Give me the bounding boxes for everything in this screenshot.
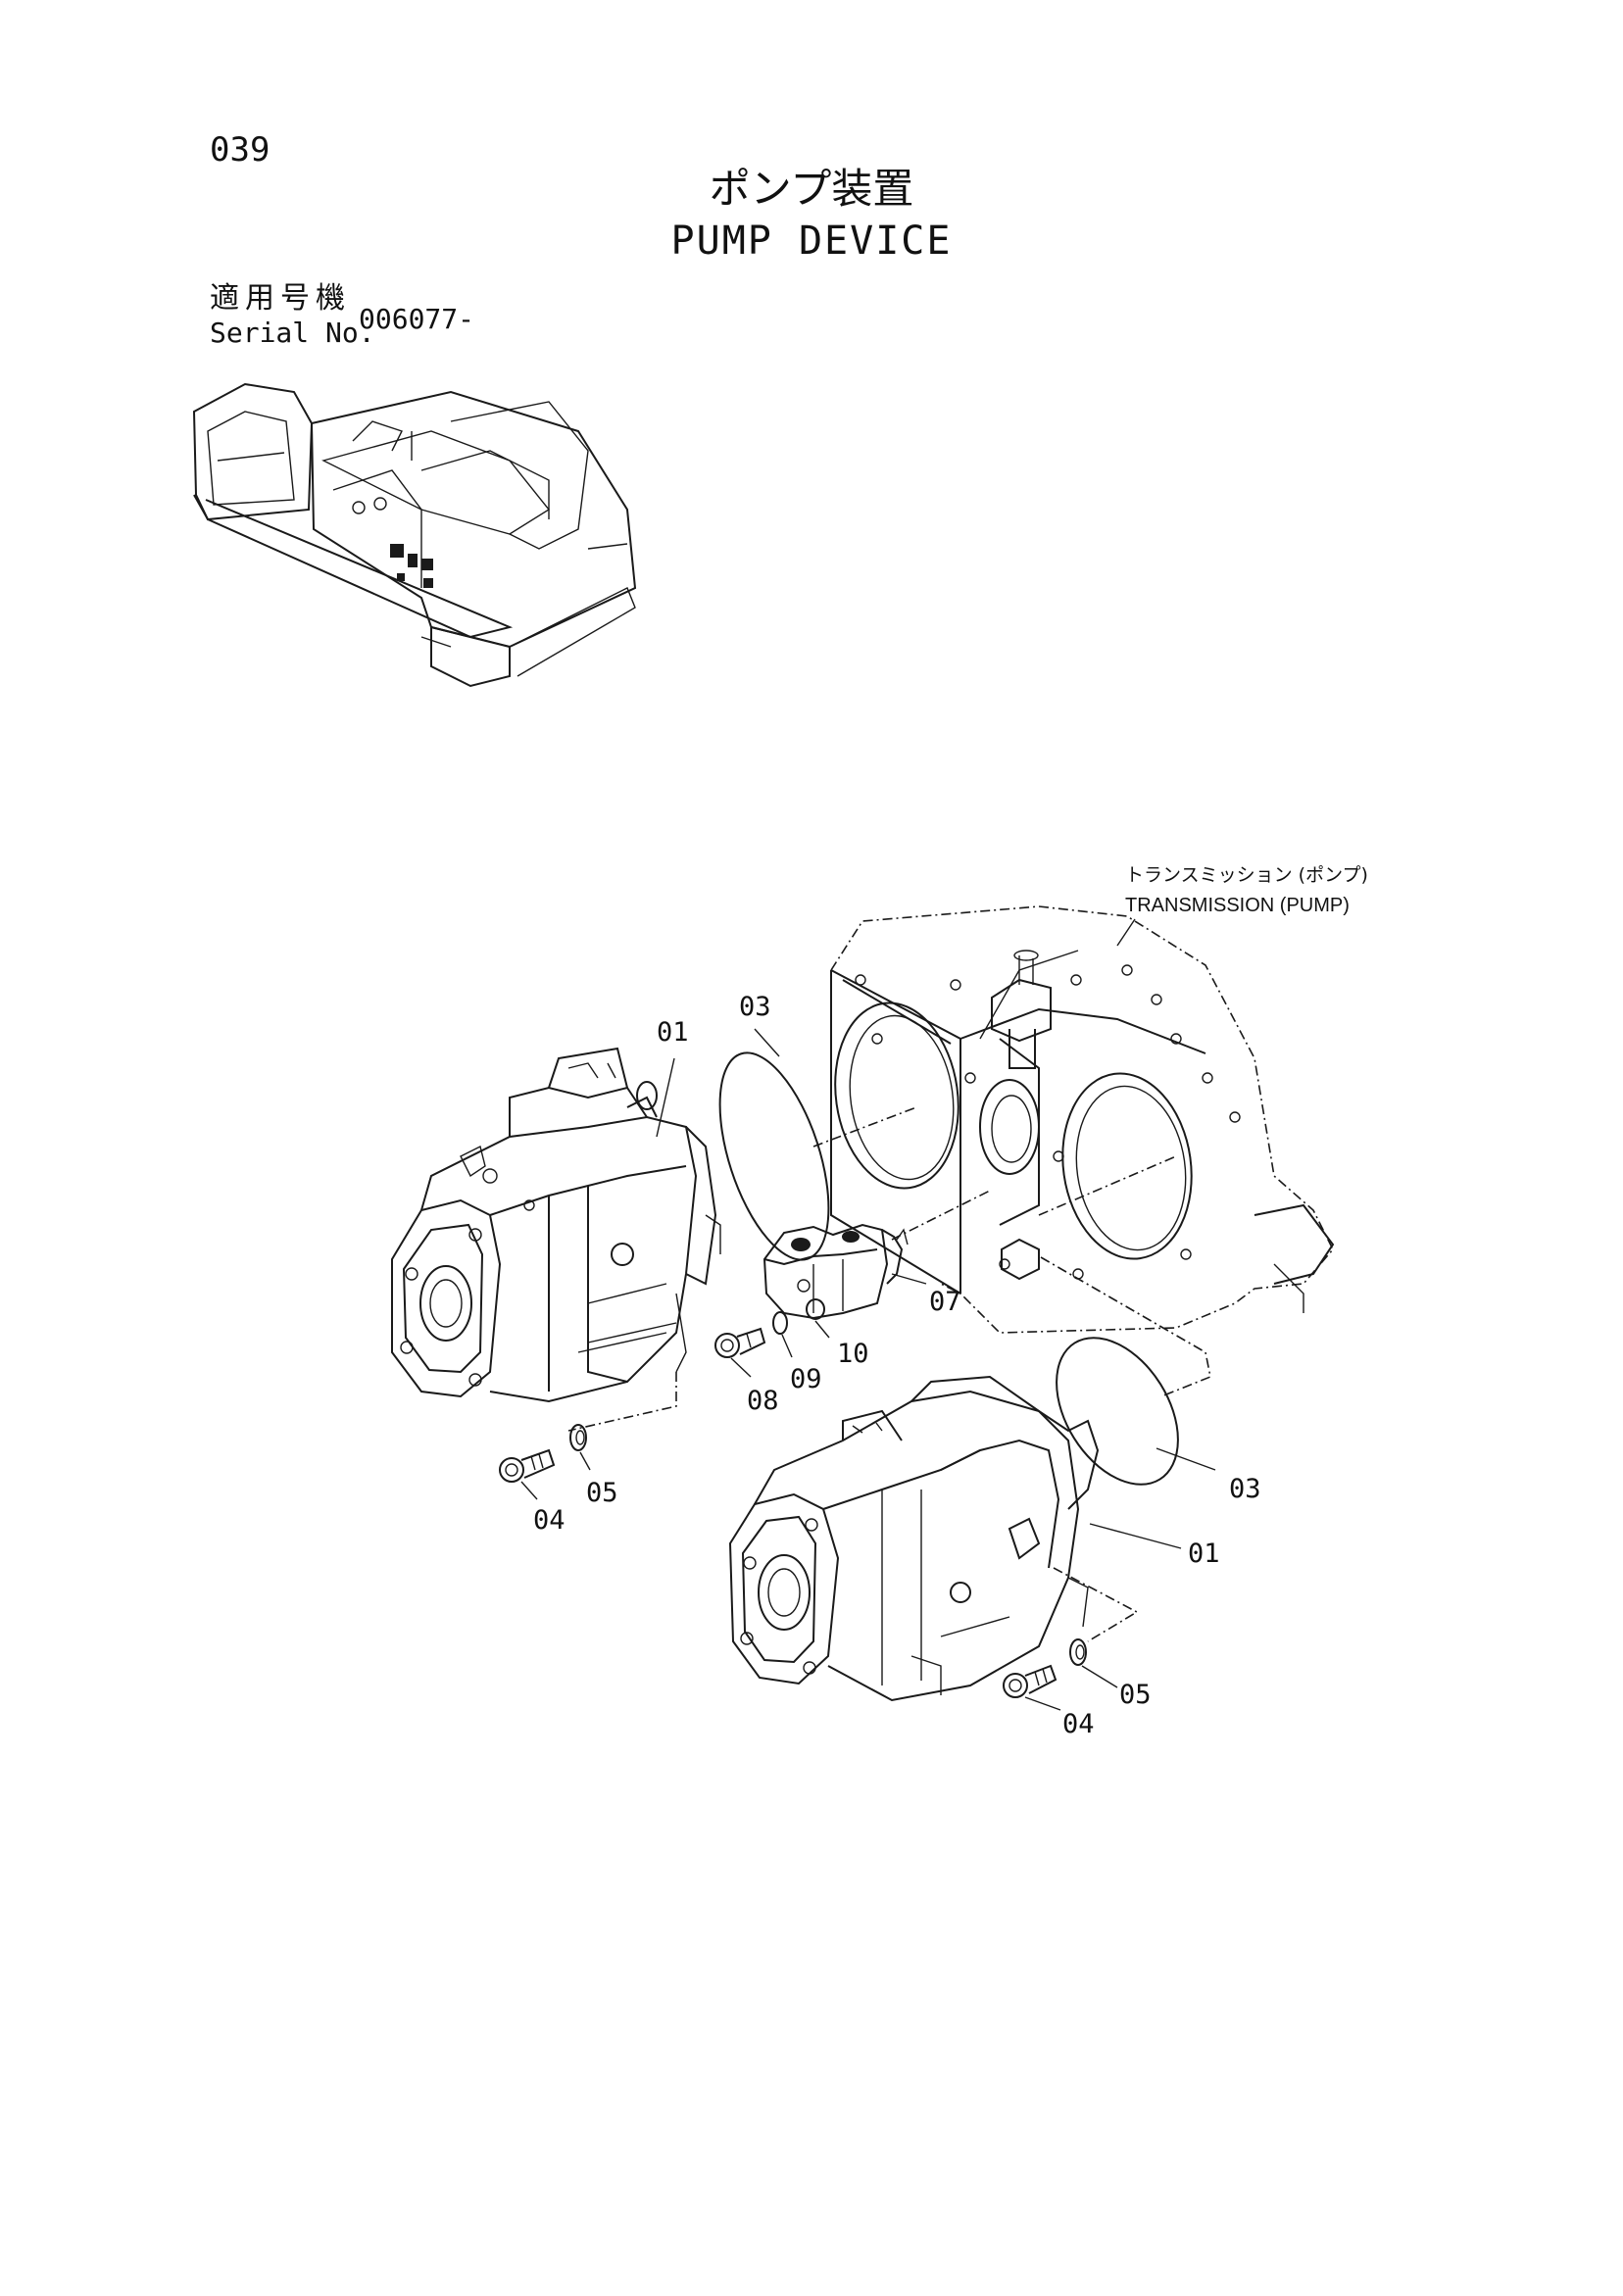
callout-09: 09 <box>790 1364 822 1394</box>
transmission-label: TRANSMISSION (PUMP) <box>1125 895 1350 916</box>
callout-01-lower: 01 <box>1188 1539 1220 1569</box>
callout-04-lower: 04 <box>1062 1709 1095 1739</box>
callout-05-lower: 05 <box>1119 1680 1152 1710</box>
bolt-04-lower <box>1003 1664 1057 1698</box>
callout-03-upper: 03 <box>739 992 771 1022</box>
washer-09 <box>772 1311 788 1335</box>
page-number: 039 <box>210 130 270 170</box>
callout-07: 07 <box>929 1287 961 1317</box>
main-pump-lower <box>728 1375 1100 1702</box>
page-title: PUMP DEVICE <box>670 219 953 264</box>
serial-number: 006077- <box>359 303 475 335</box>
callout-01-upper: 01 <box>657 1017 689 1048</box>
page-title-japanese: ポンプ装置 <box>709 165 914 213</box>
serial-label-japanese: 適用号機 <box>210 281 351 316</box>
bolt-04-upper <box>499 1448 556 1483</box>
transmission-housing <box>830 905 1335 1334</box>
o-ring-lower <box>1056 1337 1179 1486</box>
leader-lines <box>520 918 1216 1711</box>
washer-05-lower <box>1069 1638 1087 1666</box>
o-ring-10 <box>806 1298 825 1320</box>
main-pump-upper <box>391 1047 721 1403</box>
callout-05-upper: 05 <box>586 1478 618 1508</box>
assembly-centerlines <box>567 1106 1211 1642</box>
transmission-label-japanese: トランスミッション (ポンプ) <box>1125 864 1368 886</box>
washer-05-upper <box>569 1424 587 1451</box>
serial-label: Serial No. <box>210 317 375 349</box>
callout-08: 08 <box>747 1386 779 1416</box>
excavator-locator-illustration <box>192 382 637 688</box>
pilot-pump <box>762 1223 909 1320</box>
callout-04-upper: 04 <box>533 1505 566 1536</box>
o-ring-upper <box>718 1051 830 1261</box>
callout-10: 10 <box>837 1339 869 1369</box>
bolt-08 <box>714 1327 766 1358</box>
callout-03-lower: 03 <box>1229 1474 1261 1504</box>
